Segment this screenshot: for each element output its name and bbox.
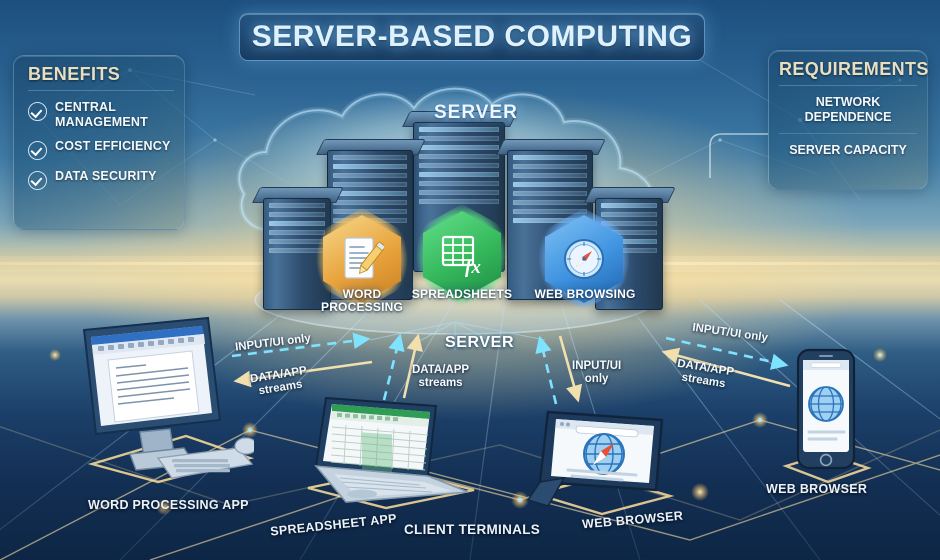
benefits-panel: BENEFITS CENTRAL MANAGEMENT COST EFFICIE…: [13, 55, 185, 230]
benefit-label: DATA SECURITY: [55, 168, 157, 183]
check-circle-icon: [28, 140, 47, 160]
requirements-heading: REQUIREMENTS: [779, 59, 928, 86]
benefits-heading: BENEFITS: [28, 64, 174, 91]
svg-text:fx: fx: [465, 257, 481, 278]
requirement-label: NETWORK DEPENDENCE: [804, 95, 892, 124]
page-title: SERVER-BASED COMPUTING: [239, 13, 705, 61]
client-device-smartphone[interactable]: [778, 346, 874, 486]
flow-label-center-data: DATA/APP streams: [412, 364, 470, 389]
check-circle-icon: [28, 102, 47, 121]
page-title-text: SERVER-BASED COMPUTING: [251, 20, 693, 53]
document-pencil-icon: [344, 237, 384, 279]
benefit-item: COST EFFICIENCY: [28, 139, 174, 160]
device-label-web-browser-phone: WEB BROWSER: [766, 482, 868, 496]
requirements-panel: REQUIREMENTS NETWORK DEPENDENCE SERVER C…: [768, 50, 928, 190]
word-processing-label: WORD PROCESSING: [320, 287, 403, 315]
check-circle-icon: [28, 170, 47, 190]
benefit-label: CENTRAL MANAGEMENT: [55, 100, 148, 129]
cloud-server-label: SERVER: [434, 102, 518, 123]
client-terminals-group-label: CLIENT TERMINALS: [404, 522, 541, 537]
middle-server-label: SERVER: [445, 334, 515, 351]
benefit-item: CENTRAL MANAGEMENT: [28, 100, 174, 130]
device-label-word-processing-app: WORD PROCESSING APP: [88, 498, 249, 512]
flow-label-center-input: INPUT/UI only: [572, 360, 622, 385]
client-device-tablet[interactable]: [522, 402, 682, 520]
requirements-connector-line: [709, 133, 768, 178]
compass-icon: [564, 239, 604, 279]
spreadsheet-fx-icon: fx: [441, 235, 481, 278]
benefit-item: DATA SECURITY: [28, 169, 174, 190]
client-device-laptop[interactable]: [300, 392, 480, 510]
client-device-desktop[interactable]: [74, 312, 258, 484]
web-browsing-label: WEB BROWSING: [534, 287, 636, 301]
benefit-label: COST EFFICIENCY: [55, 138, 171, 153]
spreadsheets-label: SPREADSHEETS: [411, 287, 513, 301]
requirement-label: SERVER CAPACITY: [779, 132, 917, 166]
